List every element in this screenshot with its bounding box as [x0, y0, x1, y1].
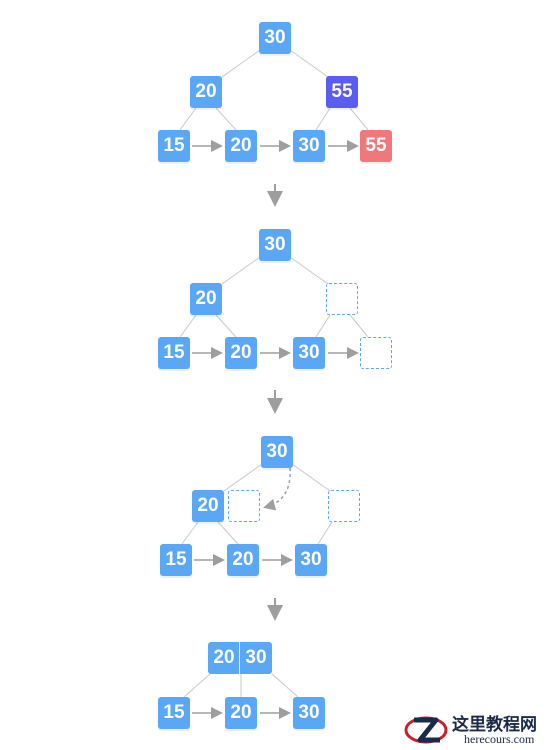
leaf-15: 15 — [158, 130, 190, 162]
internal-left-node: 20 — [190, 76, 222, 108]
edge-root-right — [289, 256, 329, 285]
watermark-url-text: herecours.com — [464, 732, 535, 746]
edge-merged-leaf15 — [183, 673, 211, 698]
edge-left-leaf20 — [215, 107, 237, 131]
root-node: 30 — [259, 229, 291, 261]
edge-merged-leaf30 — [271, 673, 299, 698]
leaf-15: 15 — [158, 337, 190, 369]
borrow-arrow — [263, 467, 291, 511]
edge-right-leafempty — [349, 314, 369, 338]
stage-4-edges — [183, 673, 299, 698]
edge-root-left — [223, 463, 263, 492]
merged-divider — [239, 642, 240, 674]
root-node: 30 — [259, 22, 291, 54]
edge-left-leaf15 — [181, 521, 199, 545]
stage-3-edges — [181, 463, 333, 545]
watermark: 这里教程网 herecours.com — [402, 710, 550, 750]
edge-left-leaf15 — [179, 107, 197, 131]
edge-rightempty-leaf30 — [317, 521, 333, 545]
leaf-20: 20 — [227, 544, 259, 576]
leaf-20: 20 — [225, 130, 257, 162]
merged-key-left: 20 — [213, 647, 235, 668]
leaf-30: 30 — [293, 130, 325, 162]
edge-left-leaf20 — [217, 521, 239, 545]
edge-root-left — [221, 256, 261, 285]
internal-left-empty-slot — [228, 490, 260, 522]
watermark-chinese-text: 这里教程网 — [452, 715, 537, 735]
leaf-20: 20 — [225, 697, 257, 729]
edge-right-leaf55 — [349, 107, 369, 131]
leaf-30: 30 — [295, 544, 327, 576]
edge-right-leaf30 — [315, 314, 331, 338]
leaf-15: 15 — [158, 697, 190, 729]
edge-right-leaf30 — [315, 107, 331, 131]
internal-right-empty — [328, 490, 360, 522]
internal-left-node: 20 — [190, 283, 222, 315]
leaf-30: 30 — [293, 697, 325, 729]
edge-left-leaf20 — [215, 314, 237, 338]
internal-right-node: 55 — [326, 76, 358, 108]
watermark-logo-icon — [404, 716, 448, 744]
root-node: 30 — [261, 436, 293, 468]
stage-1-edges — [179, 49, 369, 131]
internal-left-node: 20 — [192, 490, 224, 522]
internal-right-empty — [326, 283, 358, 315]
leaf-15: 15 — [160, 544, 192, 576]
leaf-20: 20 — [225, 337, 257, 369]
edge-left-leaf15 — [179, 314, 197, 338]
merged-key-right: 30 — [245, 647, 267, 668]
leaf-empty — [360, 337, 392, 369]
edge-root-left — [221, 49, 261, 78]
leaf-30: 30 — [293, 337, 325, 369]
stage-2-edges — [179, 256, 369, 338]
merged-internal-node: 20 30 — [208, 642, 272, 674]
edge-root-right — [289, 49, 329, 78]
edge-root-right — [291, 463, 331, 492]
leaf-55: 55 — [360, 130, 392, 162]
